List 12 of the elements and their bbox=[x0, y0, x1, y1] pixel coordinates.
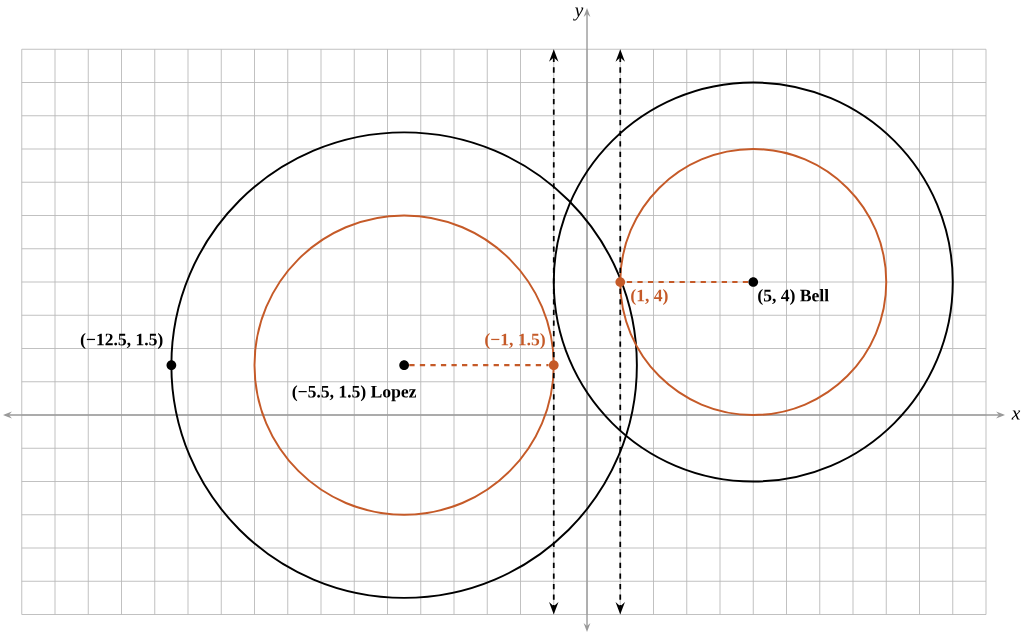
dashed-line bbox=[625, 280, 749, 284]
point bbox=[748, 277, 759, 287]
axis-label: x bbox=[1011, 410, 1021, 420]
point-label: (−5.5, 1.5) Lopez bbox=[292, 385, 417, 402]
point bbox=[166, 360, 177, 370]
point-label: (1, 4) bbox=[631, 289, 668, 306]
axis-label: y bbox=[573, 7, 584, 21]
dashed-line bbox=[409, 364, 549, 367]
point-label: (5, 4) Bell bbox=[758, 289, 829, 306]
point-label: (−1, 1.5) bbox=[485, 333, 545, 349]
point bbox=[399, 360, 409, 370]
point-label: (−12.5, 1.5) bbox=[80, 333, 163, 349]
